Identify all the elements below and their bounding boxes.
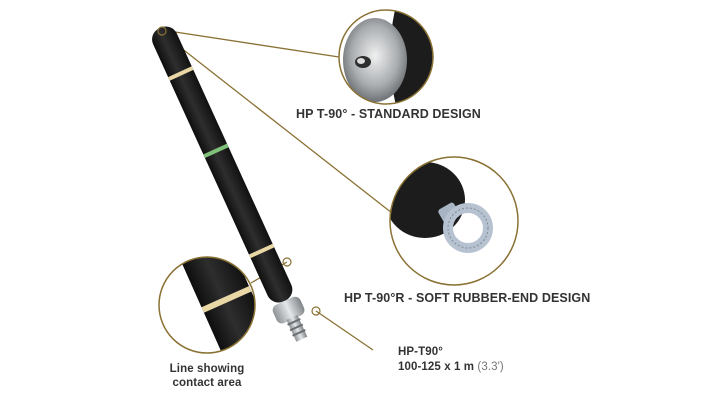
contact-area-line1: Line showing xyxy=(169,363,245,375)
main-pipe xyxy=(152,26,308,342)
product-spec-imperial: (3.3') xyxy=(477,361,504,373)
product-name-label: HP-T90° xyxy=(398,346,443,358)
standard-design-label: HP T-90° - STANDARD DESIGN xyxy=(296,107,481,121)
contact-area-label: Line showing contact area xyxy=(165,362,249,390)
contact-area-line2: contact area xyxy=(172,377,242,389)
rubber-end-design-label: HP T-90°R - SOFT RUBBER-END DESIGN xyxy=(344,291,591,305)
standard-end-detail-circle xyxy=(339,10,433,104)
product-spec-label: 100-125 x 1 m (3.3') xyxy=(398,360,504,374)
product-spec-metric: 100-125 x 1 m xyxy=(398,361,475,373)
rubber-end-detail-circle xyxy=(390,157,518,285)
contact-line-detail-circle xyxy=(159,257,255,353)
